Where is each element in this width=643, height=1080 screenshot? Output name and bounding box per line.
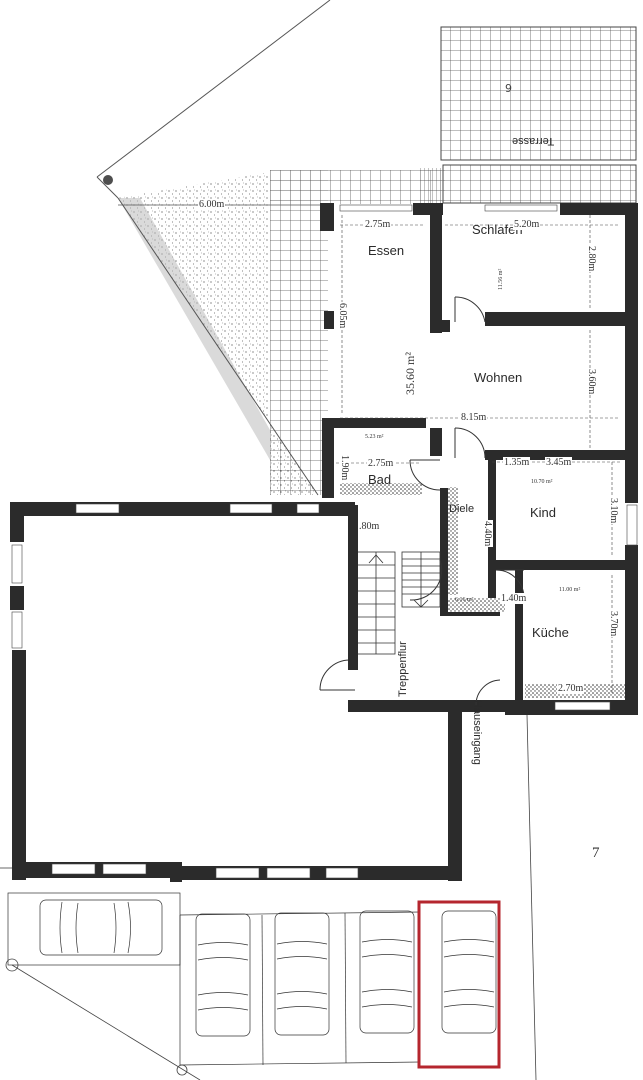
dim-kind-depth: 3.10m: [608, 497, 619, 525]
door-swings: [319, 296, 525, 706]
area-kueche: 11.00 m²: [559, 587, 581, 593]
dim-kueche-depth: 3.70m: [608, 610, 619, 638]
dim-diele-width: 1.40m: [500, 593, 528, 604]
dim-diele-length: 4.40m: [482, 520, 493, 548]
room-label-terrasse: Terrasse: [512, 135, 555, 147]
room-label-kind: Kind: [530, 505, 557, 520]
room-label-wohnen: Wohnen: [474, 370, 523, 385]
staircase: [356, 551, 441, 655]
area-diele: 6.16 m²: [455, 597, 474, 603]
bad-floor-fill: [340, 483, 422, 495]
room-label-hauseingang: Hauseingang: [471, 700, 483, 765]
windows-left-building: [11, 503, 359, 879]
parking-lot: [7, 892, 421, 1066]
garden-area: [96, 0, 445, 496]
diele-threshold: [448, 598, 505, 612]
dim-garden: 6.00m: [198, 199, 226, 210]
room-label-bad: Bad: [368, 472, 392, 487]
area-wohnen: 35.60 m²: [403, 352, 417, 395]
area-bad: 5.23 m²: [365, 434, 384, 440]
terrace: 6: [440, 26, 637, 204]
car-horizontal: [39, 899, 163, 956]
windows-upper: [339, 204, 638, 711]
highlighted-parking-space[interactable]: [417, 900, 501, 1069]
room-label-diele: Diele: [449, 503, 475, 515]
dim-stair: .80m: [358, 521, 381, 532]
dim-essen-width: 2.75m: [364, 219, 392, 230]
dim-schlafen-width: 5.20m: [513, 219, 541, 230]
dim-bad-width: 2.75m: [367, 458, 395, 469]
dim-schlafen-depth: 2.80m: [586, 245, 597, 273]
dim-kind-width: 3.45m: [545, 457, 573, 468]
room-label-kueche: Küche: [532, 625, 569, 640]
dim-bad-depth: 1.90m: [339, 454, 350, 482]
room-label-essen: Essen: [368, 243, 405, 258]
area-schlafen: 11.56 m²: [498, 268, 504, 290]
car-vertical: [195, 910, 497, 1037]
walls-left-building: [10, 502, 462, 882]
room-label-schlafen: Schlafen: [472, 222, 523, 237]
area-kind: 10.70 m²: [531, 479, 553, 485]
diele-fill: [448, 487, 458, 595]
property-lines: [0, 714, 537, 1080]
plot-number: 7: [592, 845, 600, 861]
dim-essen-depth: 6.05m: [337, 302, 348, 330]
svg-text:6: 6: [505, 81, 512, 94]
dim-kind-offset: 1.35m: [503, 457, 531, 468]
dim-wohnen-width: 8.15m: [460, 412, 488, 423]
room-label-treppenflur: Treppenflur: [397, 641, 409, 697]
dim-wohnen-depth: 3.60m: [586, 368, 597, 396]
dim-kueche-width: 2.70m: [557, 683, 585, 694]
